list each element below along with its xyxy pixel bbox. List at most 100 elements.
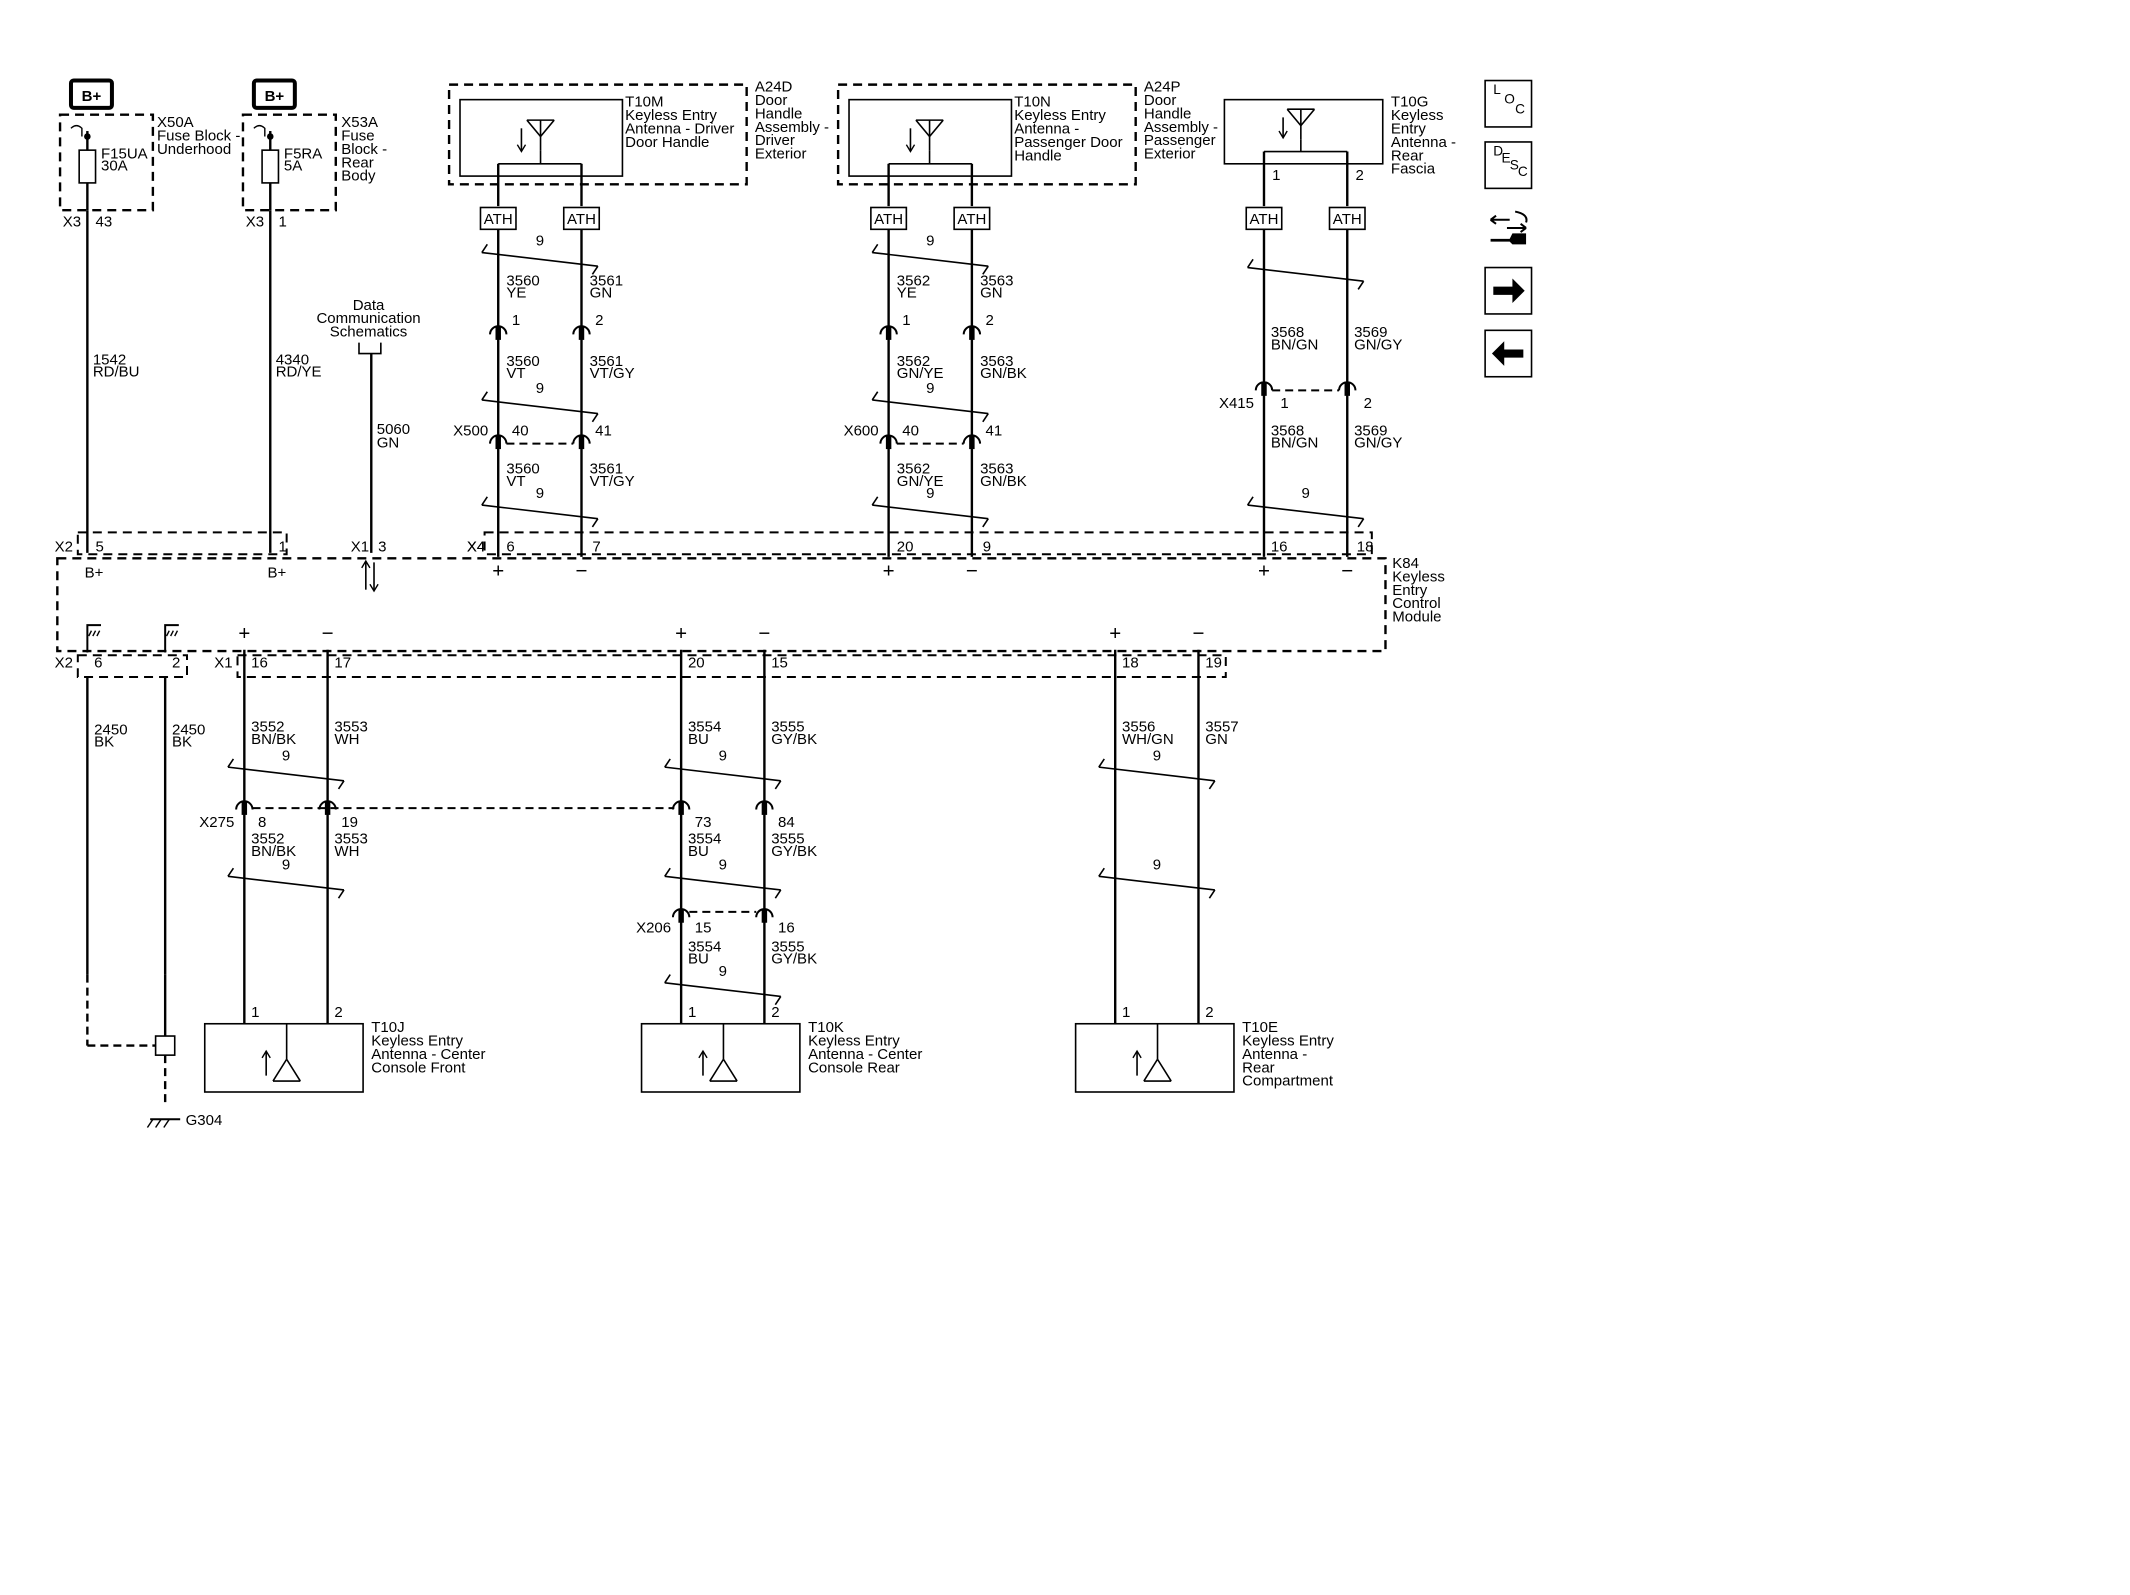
component-name: Entry [1391,120,1427,137]
ath-label: ATH [874,211,903,228]
previous-page-button[interactable] [1484,329,1533,378]
fuse-block-name: Underhood [157,141,231,158]
twist-count: 9 [926,485,934,502]
assembly-id: A24P [1144,78,1181,95]
twisted-pair-marker [591,265,599,275]
ground-icon [146,1118,154,1128]
twisted-pair-marker [227,867,235,877]
ath-label: ATH [484,211,513,228]
module-connector-x1-bottom [236,654,1227,679]
wire-color: BU [688,951,709,968]
ground-icon [163,1118,170,1128]
assembly-name: Passenger [1144,132,1216,149]
fuse-icon [261,149,280,184]
next-page-button[interactable] [1484,266,1533,315]
pin-number: 20 [897,538,914,555]
ath-box [479,206,517,231]
wire-color: BK [94,734,114,751]
circuit-number: 3560 [506,272,539,289]
component-view-button[interactable] [1485,203,1532,250]
circuit-number: 3555 [771,938,804,955]
pin-number: 2 [334,1004,342,1021]
antenna-component-box [848,98,1013,177]
pin-number: 18 [1122,654,1139,671]
minus-sign: − [758,622,770,645]
fuse-name: F15UA [101,145,148,162]
twisted-pair-marker [1208,780,1216,790]
wire-color: GN [980,285,1003,302]
wire-color: GY/BK [771,951,817,968]
ground-icon [92,630,97,637]
fuse-block-name: Body [341,168,376,185]
wire-color: RD/BU [93,364,140,381]
pin-number: 16 [778,919,795,936]
twisted-pair-marker [1247,504,1364,520]
keyless-entry-control-module [56,557,1387,653]
connector-id: X4 [467,538,485,555]
ath-label: ATH [1250,211,1279,228]
pin-number: 6 [506,538,514,555]
connector-id: X2 [55,654,73,671]
data-arrow-icon [369,583,379,593]
connector-id: X3 [246,214,264,231]
wire-color: GN/GY [1354,435,1402,452]
twisted-pair-marker [664,867,671,877]
wire-color: WH [334,843,359,860]
circuit-number: 3569 [1354,324,1387,341]
twisted-pair-marker [872,399,989,415]
pin-number: 40 [902,422,919,439]
desc-button-frame[interactable] [1484,141,1533,190]
ground-icon [174,630,179,637]
connector-id: X206 [636,919,671,936]
pin-number: 15 [771,654,788,671]
connector-pin [678,909,684,923]
antenna-icon [1300,108,1316,127]
pin-number: 18 [1357,538,1374,555]
wire-color: BN/BK [251,731,296,748]
twisted-pair-marker [481,251,598,267]
plus-sign: + [1258,559,1270,582]
loc-button-letter: L [1493,82,1501,97]
twisted-pair-marker [227,758,235,768]
fuse-block-id: X53A [341,114,378,131]
pin-number: 19 [1205,654,1222,671]
ground-icon [165,630,170,637]
ground-icon [96,630,101,637]
antenna-icon [915,119,931,138]
twisted-pair-marker [664,875,781,891]
antenna-icon [526,119,542,138]
wire-color: VT [506,473,525,490]
twisted-pair-marker [774,889,782,899]
pin-number: 7 [592,538,600,555]
connector-id: X275 [199,814,234,831]
antenna-icon [272,1058,288,1082]
twisted-pair-marker [871,243,879,253]
component-name: Antenna - [1391,134,1456,151]
pin-number: 1 [251,1004,259,1021]
minus-sign: − [966,559,978,582]
circuit-number: 3568 [1271,324,1304,341]
connector-id: X1 [351,538,369,555]
desc-button-letter: D [1493,144,1503,159]
pin-number: 1 [278,214,286,231]
ath-box [1328,206,1366,231]
circuit-number: 3557 [1205,719,1238,736]
circuit-number: 3556 [1122,719,1155,736]
pin-number: 2 [172,654,180,671]
connector-pin [885,435,892,450]
fuse-block-name: Fuse [341,128,374,145]
pin-number: 6 [94,654,102,671]
connector-pin [241,801,248,815]
component-name: Antenna - [1242,1046,1307,1063]
connector-pin [1344,382,1350,396]
loc-button[interactable]: LOC [1484,79,1533,128]
loc-button-frame[interactable] [1484,79,1533,128]
ath-label: ATH [957,211,986,228]
twisted-pair-marker [872,251,989,267]
arrow-right-icon [1493,278,1525,304]
twist-count: 9 [1153,747,1161,764]
twisted-pair-marker [871,391,879,401]
pin-number: 2 [1355,167,1363,184]
twist-count: 9 [719,857,727,874]
